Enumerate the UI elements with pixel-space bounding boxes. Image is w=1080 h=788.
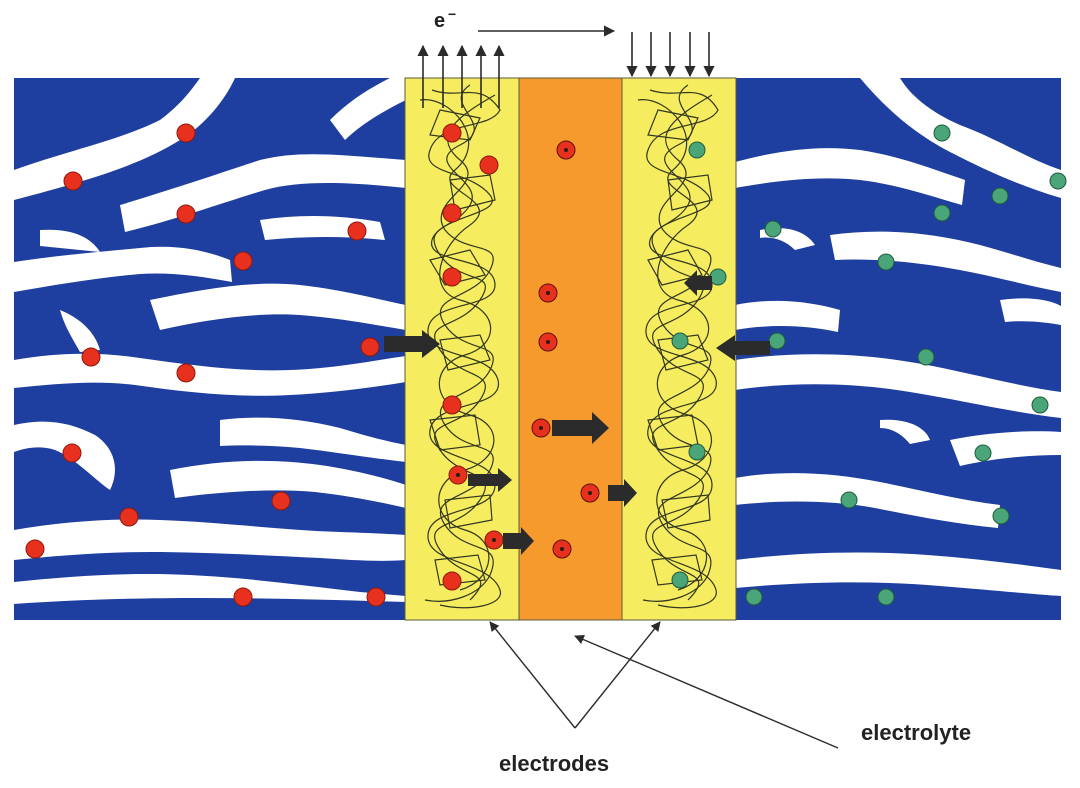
electrodes-callout-right [574, 621, 661, 729]
cation [442, 267, 462, 287]
anion [917, 348, 935, 366]
cation [347, 221, 367, 241]
cation [442, 123, 462, 143]
callout-lines [489, 621, 839, 749]
electrodes-label: electrodes [499, 751, 609, 776]
cation [479, 155, 499, 175]
cation [233, 587, 253, 607]
cation [63, 171, 83, 191]
electron-flow: e − [434, 6, 616, 37]
anion [840, 491, 858, 509]
cation [271, 491, 291, 511]
anion [992, 507, 1010, 525]
anion [1031, 396, 1049, 414]
anion [688, 141, 706, 159]
cation [176, 123, 196, 143]
anion [933, 204, 951, 222]
block-arrow-right-icon [468, 468, 512, 492]
cation [442, 571, 462, 591]
electrolyte-label: electrolyte [861, 720, 971, 745]
left-porous-electrode [14, 78, 406, 620]
block-arrow-left-icon [684, 270, 712, 296]
block-arrow-right-icon [503, 527, 534, 555]
cation [360, 337, 380, 357]
cation [119, 507, 139, 527]
current-out-arrows [417, 44, 505, 108]
right-electrode-fiber-network [637, 84, 719, 609]
cation-charge-dots [456, 148, 592, 551]
right-pore-network [735, 78, 1061, 596]
cation [442, 395, 462, 415]
anions [671, 124, 1067, 606]
anion [768, 332, 786, 350]
block-arrow-right-icon [608, 479, 637, 507]
electrolyte-layer [518, 77, 623, 621]
anion [671, 571, 689, 589]
cation [25, 539, 45, 559]
electrolyte-callout [574, 634, 839, 749]
anion [688, 443, 706, 461]
block-arrow-left-icon [716, 335, 770, 361]
cation [62, 443, 82, 463]
block-arrow-right-icon [552, 412, 609, 444]
anion [764, 220, 782, 238]
anion [709, 268, 727, 286]
anion [877, 253, 895, 271]
anion [671, 332, 689, 350]
current-in-arrows [626, 32, 715, 78]
anion [877, 588, 895, 606]
anion [991, 187, 1009, 205]
electron-label: e [434, 10, 445, 32]
anion [974, 444, 992, 462]
block-arrow-right-icon [384, 330, 440, 358]
electron-superscript: − [448, 6, 456, 22]
cations-left-substrate [25, 123, 386, 607]
cation [442, 203, 462, 223]
cation [176, 363, 196, 383]
anion [745, 588, 763, 606]
cation [366, 587, 386, 607]
right-porous-electrode [735, 78, 1061, 620]
cation [233, 251, 253, 271]
ion-migration-arrows [384, 270, 770, 555]
anion [933, 124, 951, 142]
electrodes-callout-left [489, 621, 576, 729]
anion [1049, 172, 1067, 190]
cation [81, 347, 101, 367]
cation [176, 204, 196, 224]
